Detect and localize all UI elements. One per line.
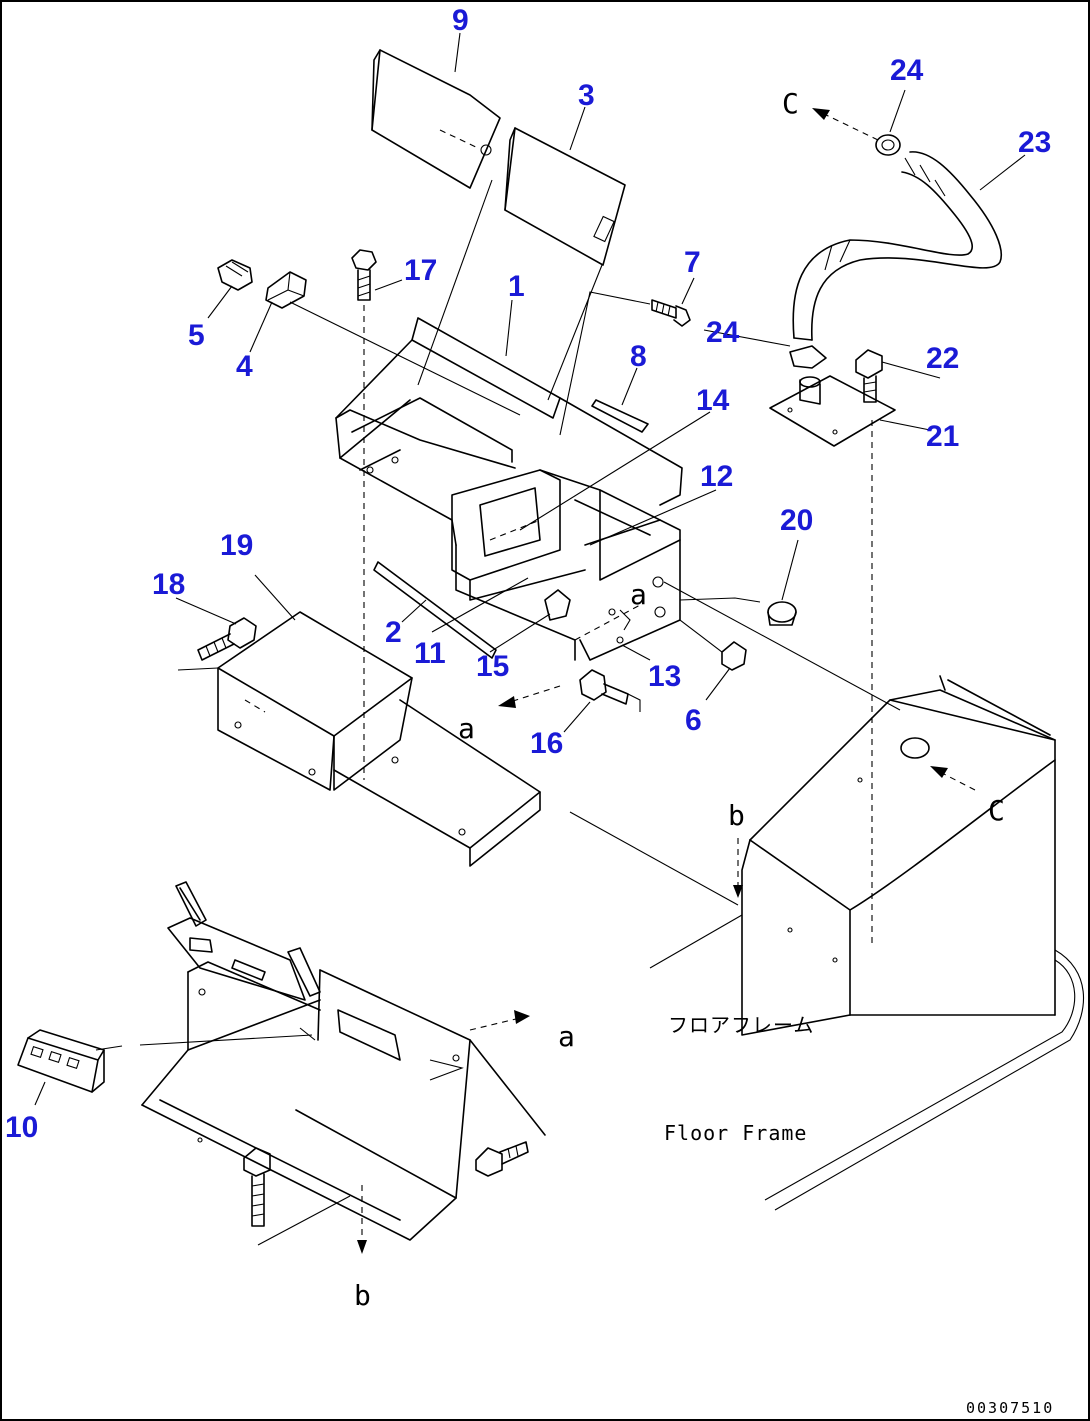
- view-arrow-a-lower: [469, 1010, 530, 1031]
- bolt-17: [351, 249, 377, 780]
- callout-7: 7: [684, 246, 701, 279]
- view-arrow-c-right: [930, 766, 976, 791]
- clamp-24-bottom: [789, 345, 827, 369]
- clamp-24-top: [875, 134, 901, 156]
- nut-6: [721, 641, 747, 671]
- view-ref-a-lower: a: [558, 1020, 575, 1053]
- callout-23: 23: [1018, 126, 1051, 159]
- callout-15: 15: [476, 650, 509, 683]
- fitting-5: [217, 259, 253, 291]
- callout-4: 4: [236, 350, 253, 383]
- hose-23: [792, 151, 1002, 341]
- callout-21: 21: [926, 420, 959, 453]
- bolt-lower-right: [475, 1141, 529, 1177]
- plate-21: [769, 375, 896, 447]
- callout-2: 2: [385, 616, 402, 649]
- callout-19: 19: [220, 529, 253, 562]
- callout-20: 20: [780, 504, 813, 537]
- view-arrow-c-top: [812, 108, 879, 141]
- callout-3: 3: [578, 79, 595, 112]
- heater-unit-19: [217, 611, 541, 867]
- bolt-16: [579, 669, 641, 712]
- view-ref-c-right: C: [988, 794, 1005, 827]
- bolt-lower-left: [243, 1147, 271, 1227]
- callout-17: 17: [404, 254, 437, 287]
- strip-8: [591, 399, 649, 433]
- view-ref-b-tank: b: [728, 799, 745, 832]
- floor-frame-en-label: Floor Frame: [664, 1121, 807, 1145]
- callout-numbers: 9 3 17 1 7 5 4 8 14 12 24 22 21 24 23 20…: [5, 4, 1051, 1144]
- view-arrow-a-mid: [498, 685, 561, 708]
- drawing-code: 00307510: [966, 1399, 1054, 1417]
- view-ref-a-mid: a: [458, 712, 475, 745]
- callout-9: 9: [452, 4, 469, 37]
- view-ref-b-lower: b: [354, 1279, 371, 1312]
- callout-12: 12: [700, 460, 733, 493]
- view-letters: a a a b b C C: [354, 87, 1005, 1312]
- view-ref-c-top: C: [782, 87, 799, 120]
- bolt-22: [855, 349, 883, 403]
- tank: [741, 675, 1085, 1211]
- callout-18: 18: [152, 568, 185, 601]
- callout-16: 16: [530, 727, 563, 760]
- bolt-18: [197, 617, 257, 661]
- callout-leaders: [34, 32, 1026, 1106]
- callout-13: 13: [648, 660, 681, 693]
- callout-11: 11: [414, 637, 446, 670]
- connector-4: [265, 271, 307, 309]
- callout-8: 8: [630, 340, 647, 373]
- view-ref-a-block: a: [630, 578, 647, 611]
- cap-20: [767, 601, 797, 626]
- floor-frame-jp-label: フロアフレーム: [668, 1013, 814, 1037]
- cover-plate-3: [504, 127, 626, 266]
- floor-panel: [141, 881, 546, 1241]
- heater-box-1: [335, 317, 683, 661]
- callout-14: 14: [696, 384, 730, 417]
- callout-5: 5: [188, 319, 205, 352]
- cover-plate-9: [371, 49, 501, 189]
- view-arrow-b-tank: [733, 838, 743, 898]
- connector-10: [17, 1029, 105, 1093]
- strip-2: [373, 561, 497, 659]
- callout-6: 6: [685, 704, 702, 737]
- screw-7: [651, 299, 691, 327]
- callout-1: 1: [508, 270, 525, 303]
- callout-10: 10: [5, 1111, 38, 1144]
- callout-24-lower: 24: [706, 316, 740, 349]
- callout-22: 22: [926, 342, 959, 375]
- callout-24-upper: 24: [890, 54, 924, 87]
- view-arrow-b-lower: [357, 1185, 367, 1254]
